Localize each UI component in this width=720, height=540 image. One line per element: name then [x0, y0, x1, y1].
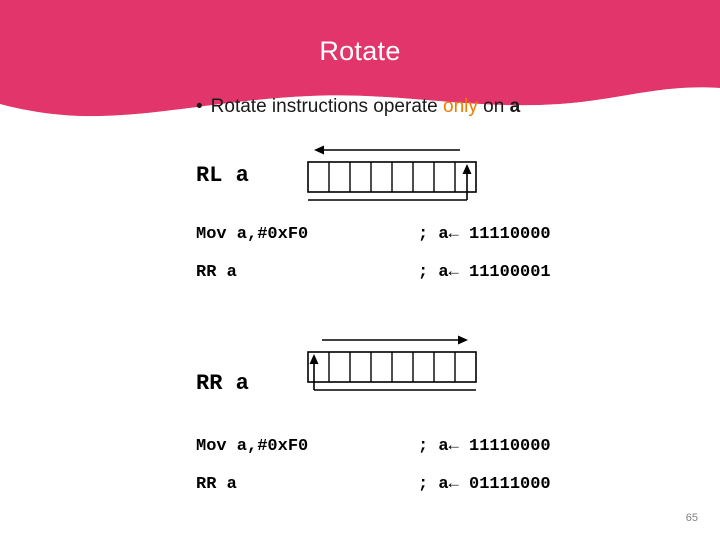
bullet-text-pre: Rotate instructions operate: [210, 96, 444, 117]
block-2-row-2-comment: ; a← 01111000: [418, 475, 551, 494]
block-1-label: RL a: [196, 163, 249, 188]
bullet-text-mid: on: [477, 96, 510, 117]
block-1-row-2-instruction: RR a: [196, 263, 237, 282]
block-1-row-1-instruction: Mov a,#0xF0: [196, 225, 309, 244]
bullet-text-accent: only: [443, 96, 478, 117]
block-1-row-1-comment: ; a← 11110000: [418, 225, 551, 244]
register-diagram-rr: [300, 330, 490, 400]
block-2-row-1-comment: ; a← 11110000: [418, 437, 551, 456]
page-title: Rotate: [319, 36, 401, 66]
title-banner: [0, 0, 720, 135]
block-2-row-2-instruction: RR a: [196, 475, 237, 494]
bullet-text-bold: a: [509, 96, 521, 117]
bullet-line: • Rotate instructions operate only on a: [196, 96, 716, 118]
block-1-row-2-comment: ; a← 11100001: [418, 263, 551, 282]
bullet-marker: •: [196, 96, 203, 117]
register-diagram-rl: [300, 140, 490, 210]
block-2-row-1-instruction: Mov a,#0xF0: [196, 437, 309, 456]
page-number: 65: [685, 512, 698, 524]
block-2-label: RR a: [196, 371, 249, 396]
